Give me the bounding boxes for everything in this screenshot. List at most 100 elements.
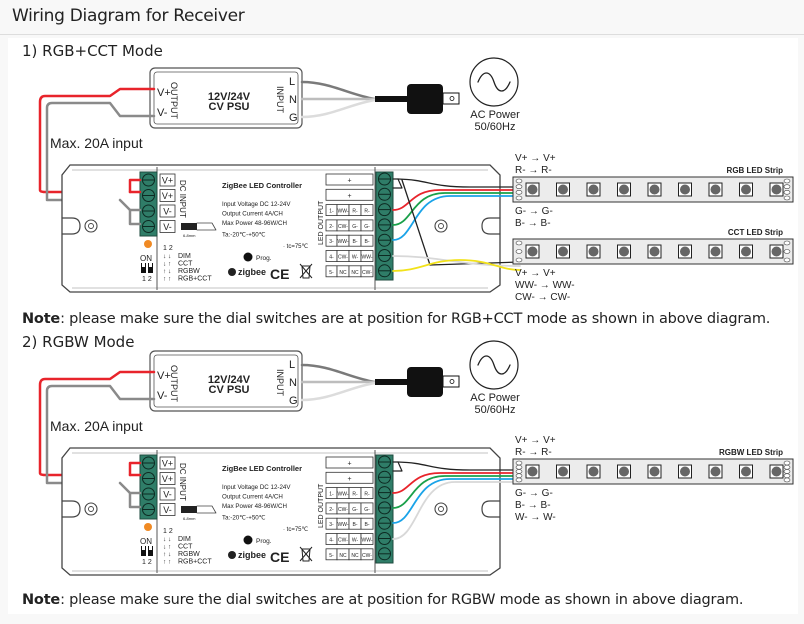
plug-cable xyxy=(375,379,407,385)
dc-pin-box xyxy=(159,204,176,218)
mode-label: RGB+CCT xyxy=(178,559,212,566)
solder-pad xyxy=(515,477,523,483)
output-cell-label: G- xyxy=(364,507,370,513)
plug-hole-icon xyxy=(449,379,455,384)
mode-switch-pattern: ↑ ↓ xyxy=(163,268,171,275)
mode-label: RGBW xyxy=(178,551,200,558)
output-cell xyxy=(360,265,374,278)
dc-pin-box xyxy=(159,456,176,470)
controller-spec: Max Power 48-96W/CH xyxy=(222,503,287,510)
output-cell-label: G- xyxy=(364,224,370,230)
mode-switch-pattern: ↓ ↑ xyxy=(163,261,171,268)
output-row-label: + xyxy=(347,476,351,483)
strip-mapping-below: G- → G- xyxy=(515,488,553,499)
solder-pad xyxy=(783,195,791,201)
led-output-label: LED OUTPUT xyxy=(318,200,325,245)
solder-pad xyxy=(783,473,791,479)
led-emitter xyxy=(527,466,538,477)
weee-bin-icon xyxy=(299,263,313,279)
psu-input-label: INPUT xyxy=(275,86,285,114)
psu-pin-vminus: V- xyxy=(157,390,168,402)
solder-pad xyxy=(515,195,523,201)
psu-label-type: CV PSU xyxy=(209,101,250,113)
dc-pin-label: V- xyxy=(163,207,172,217)
wire-strip-insulation xyxy=(196,505,217,514)
wire-ground xyxy=(300,98,377,119)
max-input-label: Max. 20A input xyxy=(50,418,143,434)
dip-switch-1 xyxy=(141,546,146,556)
mode-label: DIM xyxy=(178,253,191,260)
led-emitter xyxy=(771,184,782,195)
psu-input-label: INPUT xyxy=(275,369,285,397)
output-cell-label: NC xyxy=(339,553,347,559)
led-emitter xyxy=(710,246,721,257)
output-cell-label: WW- xyxy=(337,522,348,528)
output-cell-label: WW- xyxy=(361,255,372,261)
psu-label-voltage: 12V/24V xyxy=(208,91,251,103)
output-cell-label: R- xyxy=(352,209,358,215)
output-cell xyxy=(360,487,374,500)
mode-col-headers: 1 2 xyxy=(163,245,173,252)
mount-slot-right xyxy=(481,217,501,235)
output-row-box xyxy=(325,456,374,469)
wire-strip-graphic xyxy=(181,506,197,513)
mode-switch-pattern: ↓ ↑ xyxy=(163,544,171,551)
output-cell-label: CW- xyxy=(362,553,372,559)
led-emitter xyxy=(771,246,782,257)
ce-mark: CE xyxy=(270,266,289,282)
psu-pin-l: L xyxy=(289,76,295,88)
strip-mapping-below: WW- → WW- xyxy=(515,280,575,291)
controller-spec: Max Power 48-96W/CH xyxy=(222,220,287,227)
wire-strip-insulation xyxy=(196,222,217,231)
prog-label: Prog. xyxy=(256,538,272,545)
wire-strip-length: 6-8mm xyxy=(183,516,196,521)
wire-ground xyxy=(300,381,377,402)
led-emitter xyxy=(527,246,538,257)
status-led-icon xyxy=(144,523,152,531)
led-emitter xyxy=(771,466,782,477)
led-emitter xyxy=(741,466,751,477)
strip-mapping-below: B- → B- xyxy=(515,500,551,511)
solder-pad xyxy=(783,477,791,483)
mount-hole-left-inner xyxy=(88,223,94,229)
section-title-rgbw: 2) RGBW Mode xyxy=(22,333,135,351)
led-emitter xyxy=(588,466,599,477)
mode-switch-pattern: ↑ ↑ xyxy=(163,559,171,566)
solder-pad xyxy=(783,464,791,470)
solder-pad xyxy=(515,249,523,254)
led-emitter xyxy=(649,246,660,257)
solder-pad xyxy=(783,249,791,254)
output-cell-label: CW- xyxy=(362,270,372,276)
mount-hole-left-inner xyxy=(88,506,94,512)
wire-dc-positive-jumper xyxy=(128,178,142,194)
output-row-box xyxy=(325,173,374,186)
output-cell-label: WW- xyxy=(361,538,372,544)
section-title-rgbcct: 1) RGB+CCT Mode xyxy=(22,42,163,60)
dip-knob-2 xyxy=(149,263,152,267)
dip-numbers: 1 2 xyxy=(142,559,152,566)
psu-label-type: CV PSU xyxy=(209,384,250,396)
plug-hole-icon xyxy=(449,96,455,101)
wire-blue xyxy=(392,195,521,241)
wire-dc-negative-jumper xyxy=(128,491,142,509)
psu-box-inner xyxy=(153,354,299,408)
note-rgbcct: Note: please make sure the dial switches… xyxy=(22,311,770,327)
strip-mapping-below: W- → W- xyxy=(515,512,556,523)
strip-mapping-below: V+ → V+ xyxy=(515,268,556,279)
psu-label-voltage: 12V/24V xyxy=(208,374,251,386)
mode-label: CCT xyxy=(178,261,193,268)
output-cell-label: R- xyxy=(364,492,370,498)
output-cell-label: 5- xyxy=(329,553,334,559)
mount-slot-left xyxy=(61,217,81,235)
mode-label: RGBW xyxy=(178,268,200,275)
zigbee-label: zigbee xyxy=(238,550,266,560)
wire-dc-negative-jumper xyxy=(128,208,142,226)
led-emitter xyxy=(710,184,721,195)
output-cell xyxy=(360,502,374,515)
controller-title: ZigBee LED Controller xyxy=(222,464,302,473)
solder-pad xyxy=(515,473,523,479)
output-row-label: + xyxy=(347,461,351,468)
led-emitter xyxy=(619,246,629,257)
strip-mapping-above: R- → R- xyxy=(515,447,552,458)
output-cell-label: 4- xyxy=(329,255,334,261)
